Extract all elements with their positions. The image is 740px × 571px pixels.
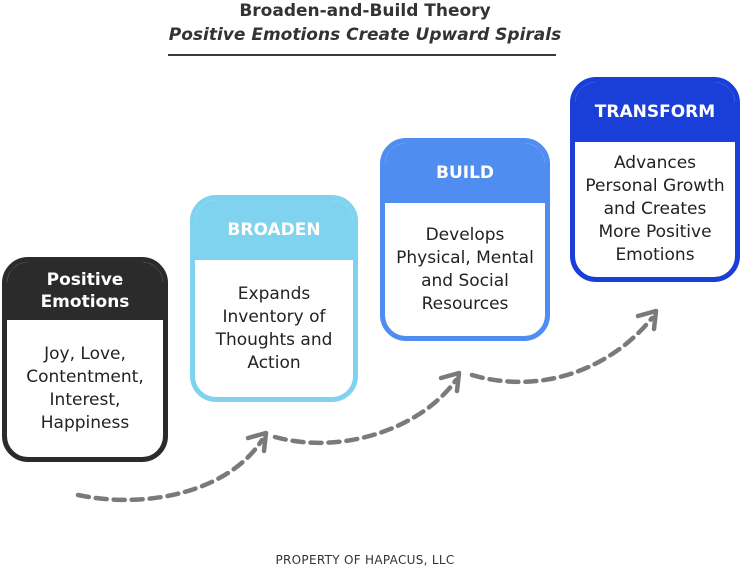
card-broaden: BROADEN Expands Inventory of Thoughts an… [190,195,358,402]
arrow-head-2 [438,370,462,394]
arrow-head-1 [245,430,269,454]
card-broaden-text: Expands Inventory of Thoughts and Action [215,283,333,373]
card-broaden-heading: BROADEN [227,220,321,240]
card-transform-header: TRANSFORM [575,82,735,142]
card-broaden-body: Expands Inventory of Thoughts and Action [195,260,353,397]
card-build-header: BUILD [385,143,545,203]
card-build-heading: BUILD [435,163,495,183]
card-positive-emotions: Positive Emotions Joy, Love, Contentment… [2,257,168,462]
copyright-footer: PROPERTY OF HAPACUS, LLC [275,553,455,567]
card-build-text: Develops Physical, Mental and Social Res… [396,224,534,314]
card-positive-emotions-text: Joy, Love, Contentment, Interest, Happin… [26,343,144,433]
title-underline [168,54,556,56]
arrow-head-3 [635,308,659,332]
card-positive-emotions-heading: Positive Emotions [40,270,130,312]
card-positive-emotions-body: Joy, Love, Contentment, Interest, Happin… [7,320,163,457]
card-build-body: Develops Physical, Mental and Social Res… [385,203,545,336]
card-transform-body: Advances Personal Growth and Creates Mor… [575,142,735,277]
arrow-path-2 [272,377,459,446]
card-positive-emotions-header: Positive Emotions [7,262,163,320]
diagram-title: Broaden-and-Build Theory [239,1,491,21]
card-transform-text: Advances Personal Growth and Creates Mor… [585,153,725,265]
card-broaden-header: BROADEN [195,200,353,260]
arrow-path-3 [469,315,655,384]
card-transform-heading: TRANSFORM [594,102,716,122]
arrow-path-1 [75,437,265,503]
card-transform: TRANSFORM Advances Personal Growth and C… [570,77,740,282]
card-build: BUILD Develops Physical, Mental and Soci… [380,138,550,341]
diagram-subtitle: Positive Emotions Create Upward Spirals [168,25,562,45]
